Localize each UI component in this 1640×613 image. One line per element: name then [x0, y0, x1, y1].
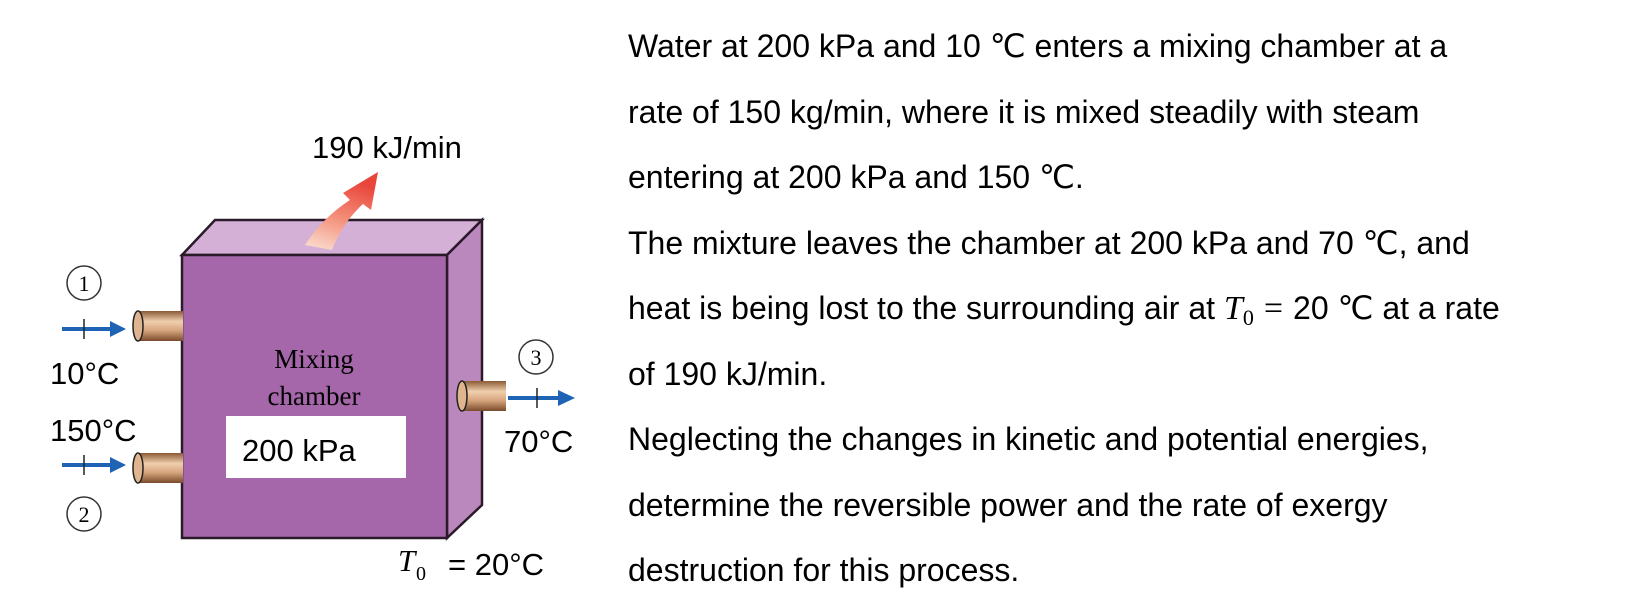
math-equals: = — [1263, 290, 1284, 327]
outlet-3-arrow-head — [558, 390, 575, 406]
inlet-2-pipe — [137, 453, 183, 483]
outlet-3-temperature: 70°C — [504, 424, 573, 459]
ambient-symbol: T — [398, 543, 418, 578]
problem-line5-rest: 20 ℃ at a rate — [1293, 290, 1500, 326]
pressure-box — [226, 416, 406, 478]
inlet-2-number-circle — [66, 496, 102, 532]
outlet-3-number-circle — [518, 339, 554, 375]
chamber-side-face — [445, 216, 484, 541]
problem-line: entering at 200 kPa and 150 ℃. — [628, 159, 1084, 195]
pressure-label: 200 kPa — [242, 433, 357, 468]
problem-line: Neglecting the changes in kinetic and po… — [628, 421, 1429, 457]
inlet-2-number: 2 — [79, 502, 90, 527]
ambient-value: = 20°C — [448, 547, 544, 582]
problem-line: rate of 150 kg/min, where it is mixed st… — [628, 93, 1420, 130]
chamber-front-face — [180, 253, 449, 540]
inlet-2: 2 150°C — [50, 413, 183, 532]
problem-line-with-math: heat is being lost to the surrounding ai… — [628, 276, 1628, 342]
problem-line: Water at 200 kPa and 10 ℃ enters a mixin… — [628, 28, 1448, 64]
inlet-1-arrow-head — [110, 321, 126, 337]
inlet-1-number-circle — [66, 265, 102, 301]
problem-line: determine the reversible power and the r… — [628, 486, 1388, 523]
problem-line: The mixture leaves the chamber at 200 kP… — [628, 224, 1470, 261]
mixing-chamber-diagram: 190 kJ/min Mixing chamber 200 kPa 1 10°C… — [50, 130, 575, 585]
chamber-box — [179, 216, 486, 541]
ambient-subscript: 0 — [416, 563, 426, 585]
outlet-3-number: 3 — [531, 345, 542, 370]
inlet-1-pipe — [137, 311, 183, 341]
inlet-1-temperature: 10°C — [50, 356, 119, 391]
ambient-temperature: T 0 = 20°C — [398, 543, 544, 585]
problem-line5-text: heat is being lost to the surrounding ai… — [628, 290, 1224, 326]
problem-line: destruction for this process. — [628, 552, 1020, 588]
problem-line: of 190 kJ/min. — [628, 355, 828, 392]
inlet-1-pipe-end — [132, 310, 144, 342]
math-subscript: 0 — [1242, 305, 1254, 330]
outlet-3-pipe-end — [456, 380, 468, 412]
math-variable: T — [1223, 290, 1243, 327]
problem-statement: Water at 200 kPa and 10 ℃ enters a mixin… — [628, 14, 1628, 604]
chamber-label-line2: chamber — [268, 381, 361, 411]
inlet-1-number: 1 — [79, 271, 90, 296]
outlet-3: 3 70°C — [456, 339, 575, 459]
heat-arrow — [305, 172, 378, 250]
chamber-label-line1: Mixing — [274, 344, 354, 374]
ambient-symbol-inline: T0 = — [1223, 290, 1293, 330]
heat-rate-label: 190 kJ/min — [312, 130, 462, 165]
inlet-2-pipe-end — [132, 452, 144, 484]
inlet-2-temperature: 150°C — [50, 413, 137, 448]
outlet-3-pipe — [462, 381, 506, 411]
inlet-1: 1 10°C — [50, 265, 183, 391]
inlet-2-arrow-head — [110, 457, 126, 473]
